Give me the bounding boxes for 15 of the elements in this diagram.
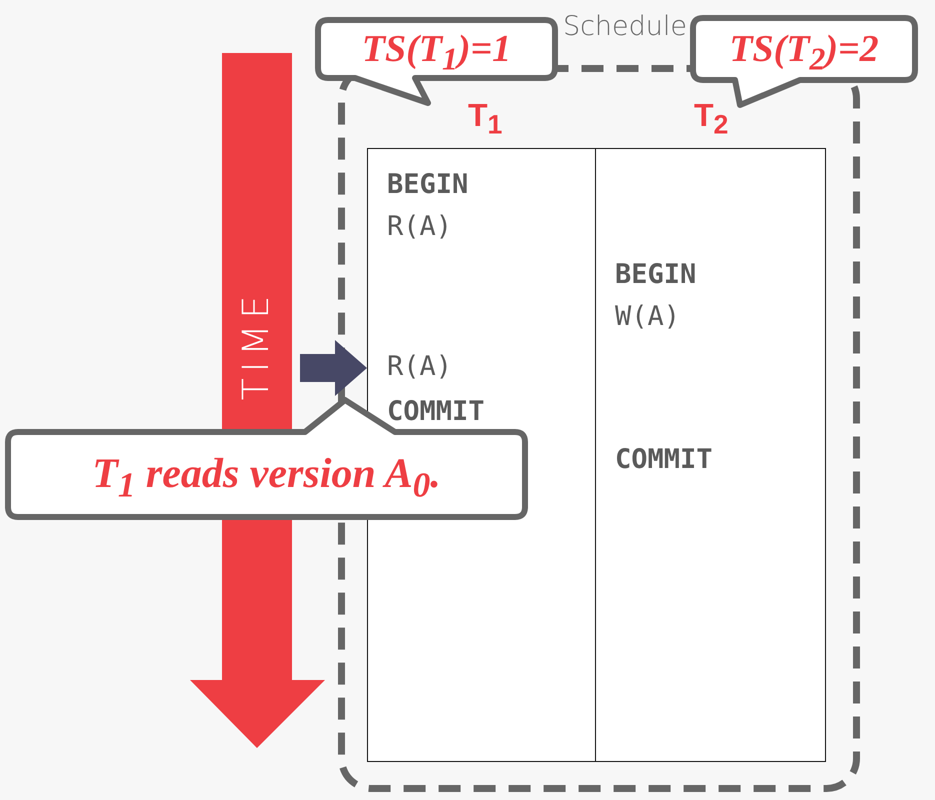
callout-text: TS(T$_{1}$)=1: [360, 27, 512, 78]
column-header: T$_{2}$: [694, 97, 728, 140]
frame-title: Schedule: [562, 11, 688, 42]
operation-text: R(A): [387, 351, 452, 382]
callout-text: TS(T$_{2}$)=2: [728, 27, 880, 79]
operation-text: COMMIT: [387, 396, 485, 427]
operation-text: W(A): [615, 301, 680, 332]
operation-text: BEGIN: [615, 259, 696, 290]
operation-text: COMMIT: [615, 444, 713, 475]
arrow: [300, 340, 367, 396]
column-header: T$_{1}$: [468, 97, 502, 140]
callout-text: T$_{1}$ reads version A$_{0}$.: [91, 450, 442, 506]
operation-text: R(A): [387, 211, 452, 242]
operation-text: BEGIN: [387, 169, 468, 200]
axis-label: TIME: [239, 290, 275, 400]
